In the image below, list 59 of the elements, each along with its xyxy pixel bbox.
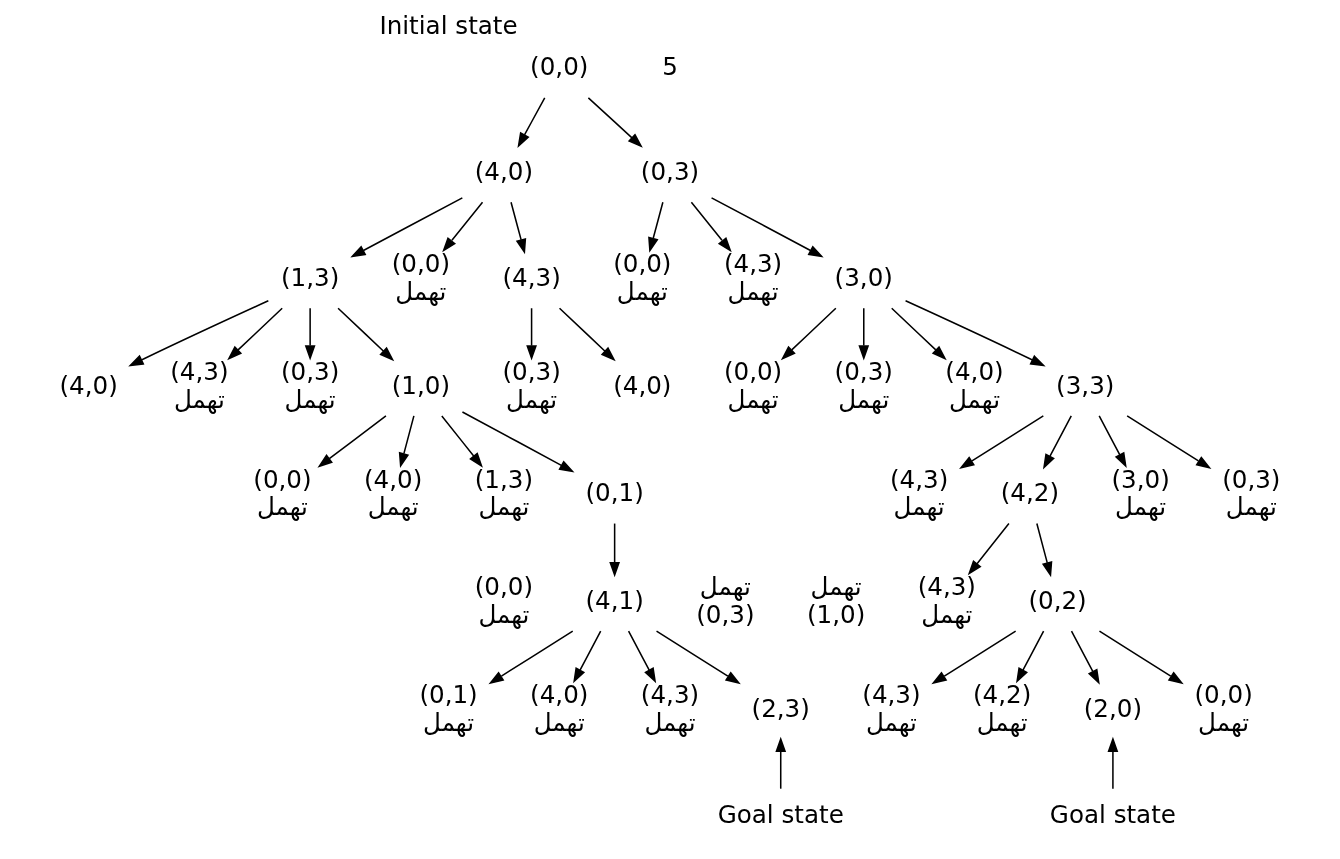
arrow xyxy=(959,415,1045,469)
arrow xyxy=(609,522,621,578)
arrow xyxy=(573,630,602,684)
node-text: (2,0) xyxy=(1083,693,1143,723)
arrow xyxy=(648,201,664,253)
node-text: (0,2) xyxy=(1028,586,1087,616)
node-text: (0,0) xyxy=(530,52,589,82)
arrow xyxy=(350,197,464,258)
arrow xyxy=(775,736,787,790)
arrow xyxy=(967,522,1010,576)
node-text: (0,1) xyxy=(585,478,644,508)
node-label: Initial state xyxy=(379,10,518,40)
arrow xyxy=(227,307,283,361)
arrow xyxy=(655,630,741,685)
node-text: (2,3) xyxy=(751,693,810,723)
node-text: (0,3) xyxy=(640,157,700,187)
label: 5 xyxy=(662,52,678,82)
arrow xyxy=(690,201,732,253)
arrow xyxy=(337,307,395,362)
arrow xyxy=(526,307,537,361)
arrow xyxy=(710,197,824,258)
arrow xyxy=(510,201,527,255)
arrow xyxy=(890,307,947,361)
arrow xyxy=(441,415,483,468)
node-text: (1,0) xyxy=(391,370,451,400)
arrow xyxy=(1098,415,1127,468)
arrow xyxy=(1070,630,1100,685)
arrow xyxy=(1016,630,1045,684)
node-text: (1,3) xyxy=(280,263,340,293)
arrow xyxy=(1042,415,1073,470)
node-text: Goal state xyxy=(717,799,844,829)
node-text: (4,1) xyxy=(585,586,644,616)
node-text: (4,3) xyxy=(502,263,561,293)
arrow xyxy=(1098,630,1184,685)
node-text: (4,0) xyxy=(474,157,534,187)
arrow xyxy=(128,300,270,367)
arrow xyxy=(780,307,837,361)
arrow xyxy=(1036,522,1053,578)
node-text: (4,2) xyxy=(1000,478,1060,508)
node-text: (4,0) xyxy=(59,370,118,400)
arrow xyxy=(858,307,870,361)
node-text: (3,0) xyxy=(834,263,893,293)
arrow xyxy=(931,630,1017,685)
node-text: (3,3) xyxy=(1056,370,1115,400)
arrow xyxy=(627,630,657,684)
node-text: (4,0) xyxy=(613,370,672,400)
arrow xyxy=(488,630,574,685)
arrow xyxy=(558,307,616,362)
arrow xyxy=(304,307,316,361)
arrow xyxy=(904,300,1046,367)
arrow xyxy=(1126,415,1212,469)
node-text: Goal state xyxy=(1049,799,1176,829)
arrow xyxy=(317,415,387,468)
arrow xyxy=(517,97,546,148)
arrow xyxy=(1107,736,1119,790)
arrow xyxy=(461,411,575,473)
arrow xyxy=(442,201,484,253)
arrow xyxy=(587,97,643,148)
arrow xyxy=(398,415,415,469)
